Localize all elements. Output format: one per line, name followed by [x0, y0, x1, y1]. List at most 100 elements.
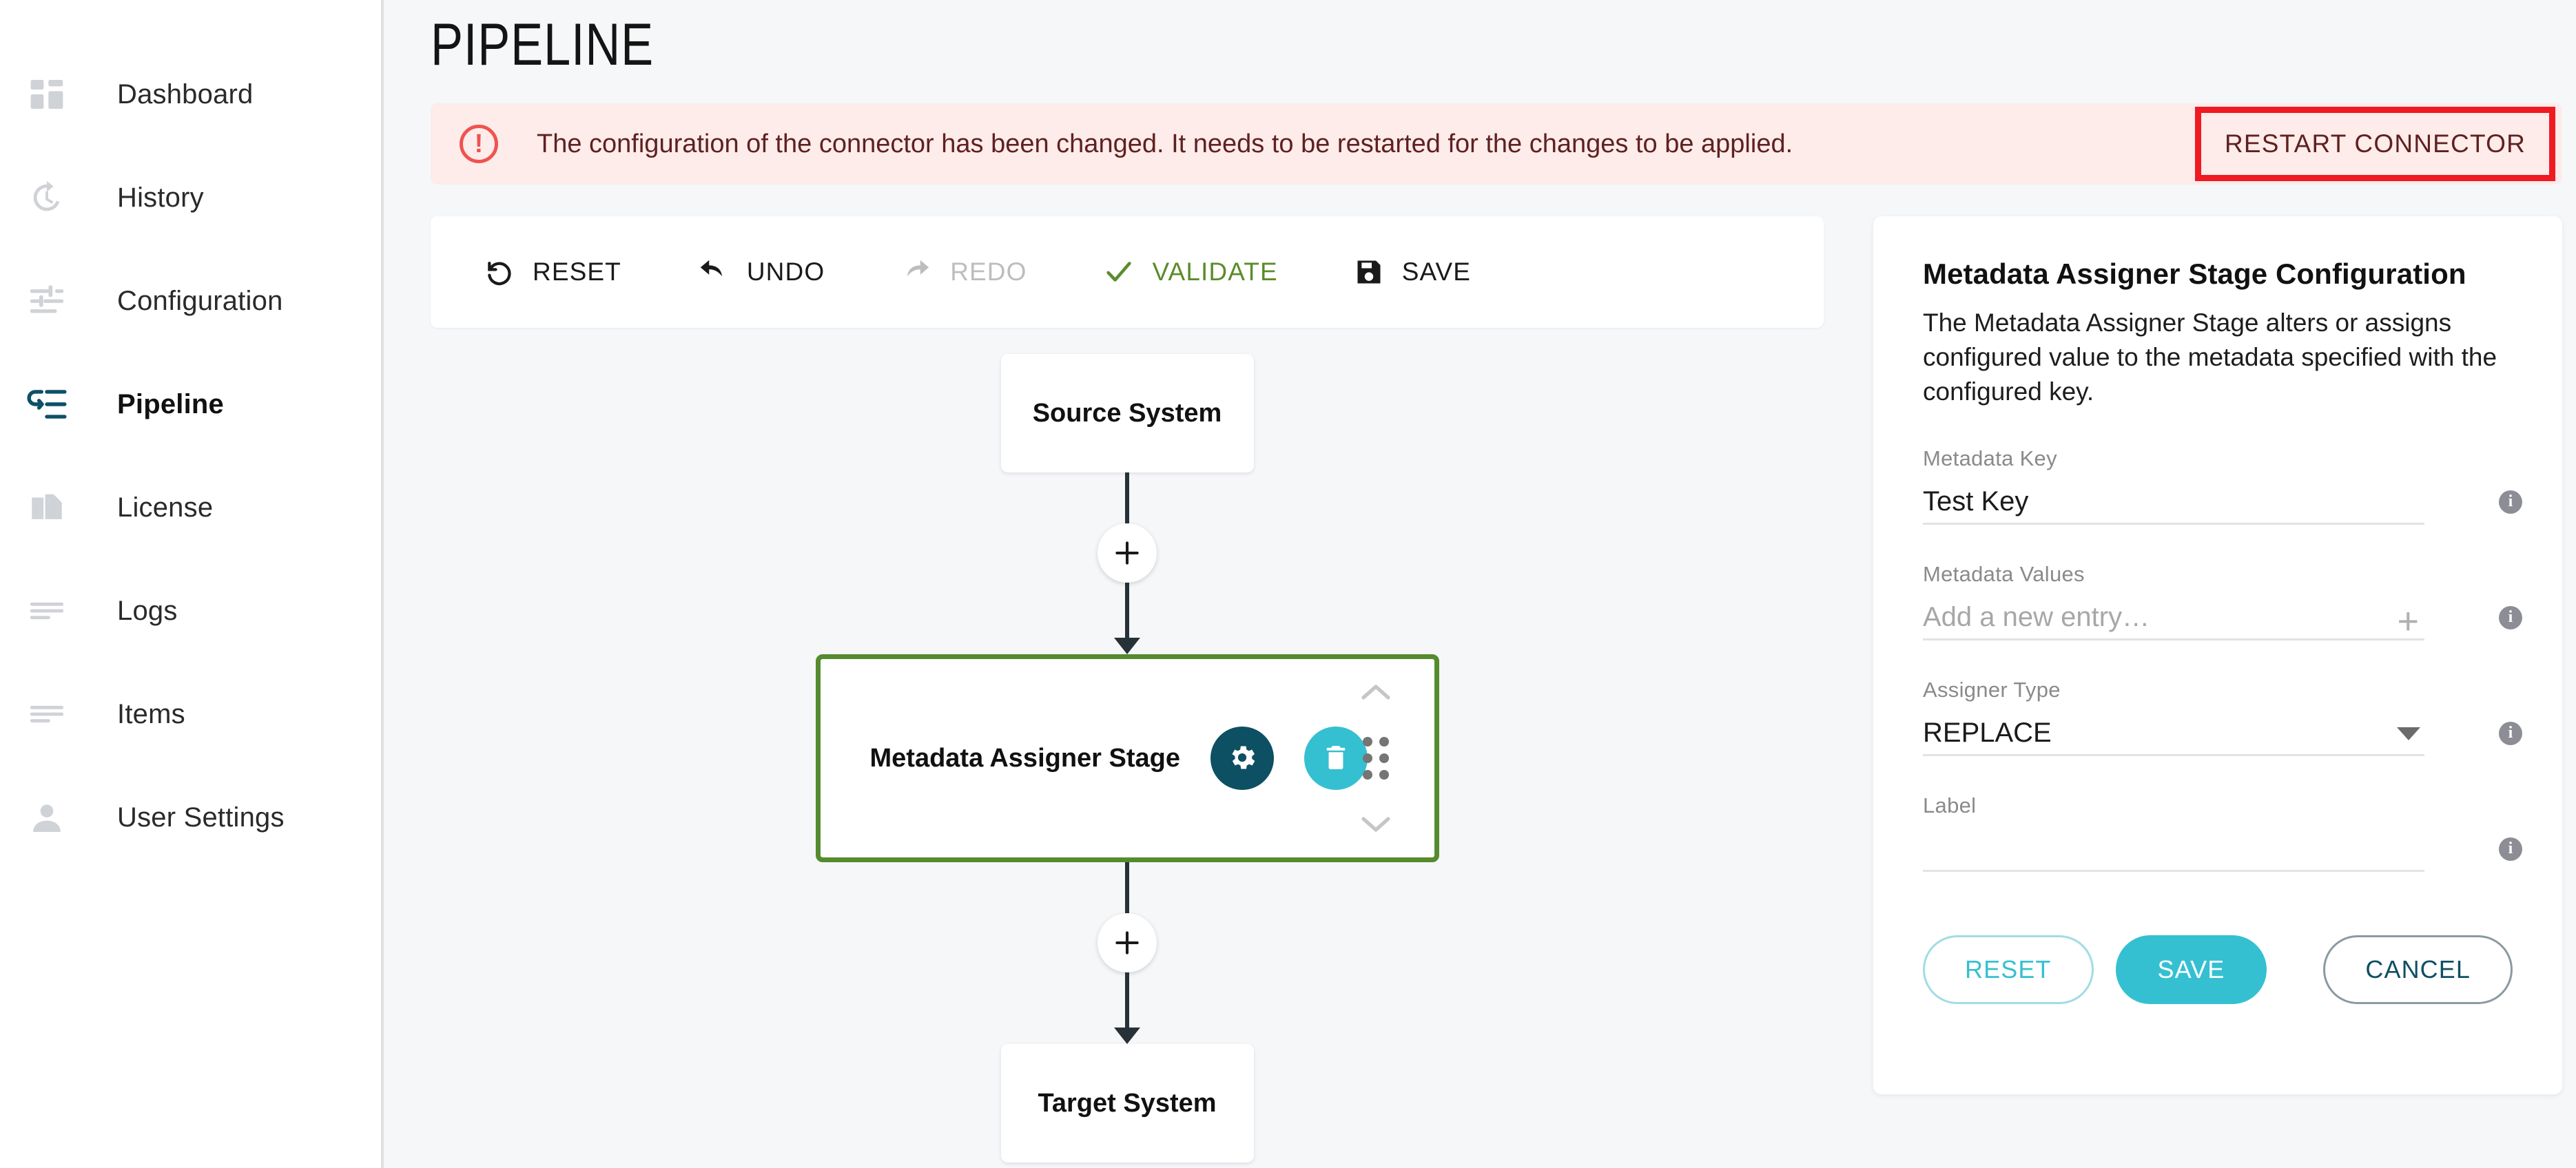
restart-connector-button[interactable]: RESTART CONNECTOR	[2194, 107, 2555, 181]
content-row: RESET UNDO REDO	[431, 216, 2562, 1162]
pipeline-flow: Source System Metadata Assigner Stage	[431, 354, 1824, 1162]
field-label: Label	[1923, 793, 1977, 817]
items-icon	[14, 690, 80, 738]
add-stage-button-bottom[interactable]	[1098, 913, 1157, 972]
flow-connector	[1125, 862, 1129, 913]
sidebar-item-label: Logs	[117, 595, 178, 626]
config-reset-button[interactable]: RESET	[1923, 935, 2094, 1004]
error-circle-icon: !	[460, 125, 498, 163]
field-value: REPLACE	[1923, 717, 2052, 748]
info-icon[interactable]: i	[2499, 721, 2522, 745]
sidebar-item-dashboard[interactable]: Dashboard	[0, 43, 381, 146]
arrow-head-icon	[1114, 638, 1140, 654]
sidebar-item-label: License	[117, 492, 214, 523]
stage-delete-button[interactable]	[1304, 727, 1368, 790]
chevron-down-icon[interactable]	[2397, 727, 2420, 740]
stage-name: Metadata Assigner Stage	[869, 743, 1181, 773]
stage-side-controls	[1353, 659, 1399, 857]
reset-button[interactable]: RESET	[484, 257, 621, 287]
sidebar-item-label: Items	[117, 698, 185, 729]
info-icon[interactable]: i	[2499, 837, 2522, 861]
alert-message: The configuration of the connector has b…	[537, 129, 1793, 158]
redo-button-label: REDO	[950, 258, 1027, 286]
chevron-down-icon[interactable]	[1359, 815, 1393, 834]
field-metadata-key: Metadata Key Test Key i	[1923, 446, 2522, 525]
save-button[interactable]: SAVE	[1354, 257, 1471, 287]
node-source-system[interactable]: Source System	[1000, 354, 1254, 472]
undo-arrow-icon	[697, 256, 729, 288]
undo-button-label: UNDO	[746, 258, 825, 286]
sidebar-item-label: Configuration	[117, 285, 283, 316]
gear-icon	[1226, 742, 1258, 775]
stage-configure-button[interactable]	[1210, 727, 1275, 790]
metadata-values-input[interactable]: Add a new entry… +	[1923, 587, 2424, 640]
main-content: PIPELINE ! The configuration of the conn…	[384, 0, 2576, 1168]
trash-icon	[1321, 742, 1351, 775]
sidebar-item-configuration[interactable]: Configuration	[0, 249, 381, 353]
logs-icon	[14, 587, 80, 635]
check-icon	[1103, 256, 1135, 288]
save-button-label: SAVE	[1401, 258, 1472, 286]
field-label: Metadata Values	[1923, 561, 2085, 586]
alert-banner: ! The configuration of the connector has…	[431, 103, 2562, 185]
node-label: Source System	[1032, 398, 1222, 428]
add-entry-plus-icon[interactable]: +	[2397, 601, 2419, 643]
sidebar-item-items[interactable]: Items	[0, 663, 381, 766]
validate-button-label: VALIDATE	[1152, 258, 1278, 286]
arrow-head-icon	[1114, 1028, 1140, 1044]
field-metadata-values: Metadata Values Add a new entry… + i	[1923, 561, 2522, 640]
reset-button-label: RESET	[533, 258, 621, 286]
field-label: Assigner Type	[1923, 677, 2061, 702]
config-panel-title: Metadata Assigner Stage Configuration	[1923, 258, 2466, 290]
sidebar-item-label: User Settings	[117, 802, 285, 833]
sidebar-item-logs[interactable]: Logs	[0, 559, 381, 663]
config-panel-actions: RESET SAVE CANCEL	[1923, 935, 2513, 1004]
drag-handle-icon[interactable]	[1362, 737, 1389, 780]
node-target-system[interactable]: Target System	[1000, 1044, 1254, 1162]
flow-connector	[1125, 472, 1129, 523]
sliders-icon	[14, 277, 80, 325]
chevron-up-icon[interactable]	[1359, 682, 1393, 702]
undo-button[interactable]: UNDO	[697, 256, 825, 288]
pipeline-icon	[14, 380, 80, 428]
history-icon	[14, 174, 80, 222]
sidebar-item-history[interactable]: History	[0, 146, 381, 249]
field-value: Test Key	[1923, 486, 2029, 517]
page-title: PIPELINE	[431, 12, 655, 78]
sidebar-item-label: Dashboard	[117, 79, 254, 110]
assigner-type-select[interactable]: REPLACE	[1923, 702, 2424, 756]
license-icon	[14, 483, 80, 532]
config-cancel-button[interactable]: CANCEL	[2323, 935, 2513, 1004]
rotate-ccw-icon	[484, 257, 515, 287]
floppy-disk-icon	[1354, 257, 1384, 287]
field-placeholder: Add a new entry…	[1923, 601, 2150, 632]
field-label-input: Label i	[1923, 793, 2522, 872]
pipeline-canvas-column: RESET UNDO REDO	[431, 216, 1824, 1162]
pipeline-toolbar: RESET UNDO REDO	[431, 216, 1824, 328]
sidebar-item-label: History	[117, 182, 204, 213]
dashboard-icon	[14, 70, 80, 118]
sidebar-item-pipeline[interactable]: Pipeline	[0, 353, 381, 456]
redo-arrow-icon	[900, 256, 932, 288]
sidebar: Dashboard History Configuration	[0, 0, 384, 1168]
flow-connector	[1125, 583, 1129, 639]
label-input[interactable]	[1923, 818, 2424, 872]
user-icon	[14, 793, 80, 842]
validate-button[interactable]: VALIDATE	[1103, 256, 1278, 288]
stage-configuration-panel: Metadata Assigner Stage Configuration Th…	[1873, 216, 2562, 1094]
config-panel-description: The Metadata Assigner Stage alters or as…	[1923, 309, 2497, 406]
sidebar-item-license[interactable]: License	[0, 456, 381, 559]
flow-connector	[1125, 972, 1129, 1029]
sidebar-item-user-settings[interactable]: User Settings	[0, 766, 381, 869]
stage-card-metadata-assigner[interactable]: Metadata Assigner Stage	[815, 654, 1439, 862]
info-icon[interactable]: i	[2499, 605, 2522, 629]
add-stage-button-top[interactable]	[1098, 523, 1157, 583]
node-label: Target System	[1038, 1088, 1217, 1118]
field-label: Metadata Key	[1923, 446, 2057, 470]
config-save-button[interactable]: SAVE	[2115, 935, 2267, 1004]
redo-button[interactable]: REDO	[900, 256, 1027, 288]
sidebar-item-label: Pipeline	[117, 388, 224, 419]
field-assigner-type: Assigner Type REPLACE i	[1923, 677, 2522, 756]
metadata-key-input[interactable]: Test Key	[1923, 471, 2424, 525]
info-icon[interactable]: i	[2499, 490, 2522, 514]
